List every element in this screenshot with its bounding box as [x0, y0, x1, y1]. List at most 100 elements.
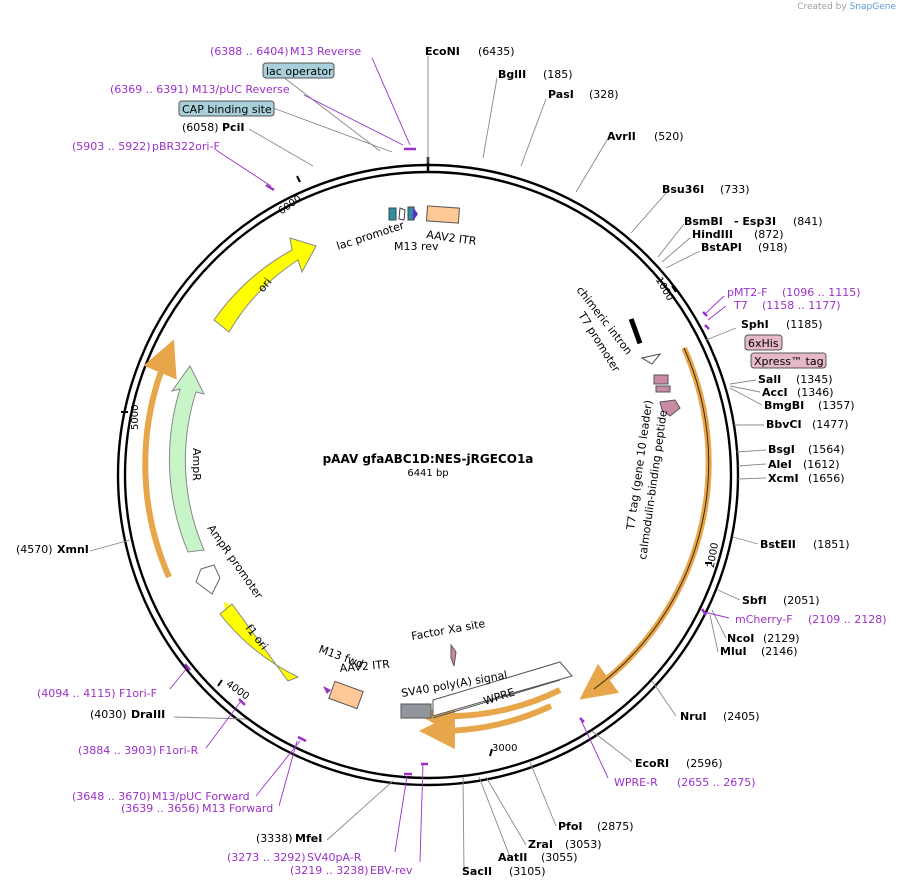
ori-feature [213, 237, 317, 333]
enzyme-bsmbi: BsmBI [684, 215, 723, 228]
wpre-orange-arc-2 [419, 687, 562, 735]
enzyme-mfei-pos: (3338) [256, 832, 293, 845]
enzyme-hindiii-pos: (872) [754, 228, 784, 241]
enzyme-sphi: SphI [741, 318, 769, 331]
enzyme-sacii: SacII [462, 865, 492, 878]
enzyme-xcmi-pos: (1656) [808, 472, 845, 485]
enzyme-nrui: NruI [680, 710, 707, 723]
ampr-feature [168, 365, 205, 553]
enzyme-pfoi-pos: (2875) [597, 820, 634, 833]
enzyme-bsu36i: Bsu36I [662, 183, 704, 196]
enzyme-zrai: ZraI [528, 838, 553, 851]
enzyme-pfoi: PfoI [558, 820, 583, 833]
enzyme-ncoi: NcoI [727, 632, 754, 645]
ampr-promoter-feature [195, 564, 221, 595]
factor-xa-feature [450, 643, 457, 667]
primer-pbr322: pBR322ori-F [152, 140, 220, 153]
primer-pmt2: pMT2-F [727, 286, 768, 299]
enzyme-esp3i: - Esp3I [734, 215, 776, 228]
snapgene-credit: Created by SnapGene [797, 2, 896, 12]
enzyme-alei: AleI [768, 458, 792, 471]
xpress-box [750, 352, 827, 369]
primer-m13puc-fwd: M13/pUC Forward [152, 790, 250, 803]
sv40-polya-feature [432, 661, 573, 717]
enzyme-aatii: AatII [498, 851, 527, 864]
primer-sv40pa: SV40pA-R [307, 851, 362, 864]
enzyme-econi: EcoNI [425, 45, 460, 58]
xpress-text: Xpress™ tag [754, 355, 824, 368]
enzyme-acci-pos: (1346) [797, 386, 834, 399]
enzyme-xmni-pos: (4570) [16, 543, 53, 556]
cap-site-box [178, 100, 275, 117]
tick-4000: 4000 [224, 679, 251, 703]
enzyme-bbvci: BbvCI [766, 418, 802, 431]
aav2-itr-top [425, 205, 460, 224]
enzyme-mfei: MfeI [295, 832, 322, 845]
enzyme-sali: SalI [758, 373, 781, 386]
enzyme-ncoi-pos: (2129) [763, 632, 800, 645]
lac-operator-text: lac operator [266, 65, 333, 78]
primer-t7: T7 [733, 299, 748, 312]
enzyme-sali-pos: (1345) [796, 373, 833, 386]
primer-pmt2-range: (1096 .. 1115) [782, 286, 861, 299]
cbp-feature [659, 399, 681, 417]
primer-m13puc-fwd-range: (3648 .. 3670) [72, 790, 151, 803]
m13-rev-feature [413, 207, 418, 221]
enzyme-draiii-pos: (4030) [90, 708, 127, 721]
enzyme-ecori: EcoRI [635, 757, 669, 770]
primer-ebv: EBV-rev [370, 864, 413, 877]
primer-pbr322-range: (5903 .. 5922) [72, 140, 151, 153]
primer-m13fwd-range: (3639 .. 3656) [121, 802, 200, 815]
enzyme-bsu36i-pos: (733) [720, 183, 750, 196]
lac-promoter-feature [398, 207, 406, 221]
enzyme-econi-pos: (6435) [478, 45, 515, 58]
enzyme-bsteii-pos: (1851) [813, 538, 850, 551]
aav2-itr-bottom-label: AAV2 ITR [339, 658, 391, 675]
primer-m13rev-range: (6388 .. 6404) [210, 45, 289, 58]
enzyme-esp3i-pos: (841) [793, 215, 823, 228]
enzyme-acci: AccI [762, 386, 788, 399]
enzyme-bbvci-pos: (1477) [812, 418, 849, 431]
enzyme-bstapi: BstAPI [701, 241, 742, 254]
cap-site-text: CAP binding site [182, 103, 272, 116]
enzyme-pcii: PciI [222, 121, 244, 134]
enzyme-pcii-pos: (6058) [182, 121, 219, 134]
primer-f1orif: F1ori-F [119, 687, 157, 700]
enzyme-ecori-pos: (2596) [686, 757, 723, 770]
aav2-itr-bottom [328, 680, 364, 710]
primer-mcherry-range: (2109 .. 2128) [808, 613, 887, 626]
6xhis-text: 6xHis [748, 337, 779, 350]
plasmid-name: pAAV gfaABC1D:NES-jRGECO1a [323, 452, 534, 466]
tick-1000: 1000 [653, 275, 675, 303]
sv40-grey-box [400, 703, 432, 719]
enzyme-bsgi: BsgI [768, 443, 795, 456]
primer-m13fwd: M13 Forward [202, 802, 273, 815]
6xhis-box [744, 334, 783, 351]
cap-site-feature [388, 207, 397, 221]
enzyme-sphi-pos: (1185) [786, 318, 823, 331]
enzyme-pasi-pos: (328) [589, 88, 619, 101]
primer-wpre-r-range: (2655 .. 2675) [677, 776, 756, 789]
enzyme-bstapi-pos: (918) [758, 241, 788, 254]
enzyme-bsgi-pos: (1564) [808, 443, 845, 456]
primer-mcherry: mCherry-F [735, 613, 793, 626]
enzyme-sbfi-pos: (2051) [783, 594, 820, 607]
enzyme-hindiii: HindIII [692, 228, 733, 241]
enzyme-bmgbi-pos: (1357) [818, 399, 855, 412]
primer-f1orir: F1ori-R [159, 744, 199, 757]
enzyme-mlui-pos: (2146) [761, 645, 798, 658]
enzyme-avrii: AvrII [607, 130, 636, 143]
enzyme-sbfi: SbfI [742, 594, 767, 607]
xpress-feature [655, 385, 671, 393]
primer-f1orir-range: (3884 .. 3903) [78, 744, 157, 757]
enzyme-pasi: PasI [548, 88, 574, 101]
tick-2000: 2000 [706, 542, 721, 569]
enzyme-avrii-pos: (520) [654, 130, 684, 143]
primer-ebv-range: (3219 .. 3238) [290, 864, 369, 877]
primer-sv40pa-range: (3273 .. 3292) [227, 851, 306, 864]
lac-operator-box [262, 62, 335, 79]
tick-3000: 3000 [492, 743, 517, 754]
enzyme-xcmi: XcmI [768, 472, 799, 485]
enzyme-alei-pos: (1612) [803, 458, 840, 471]
